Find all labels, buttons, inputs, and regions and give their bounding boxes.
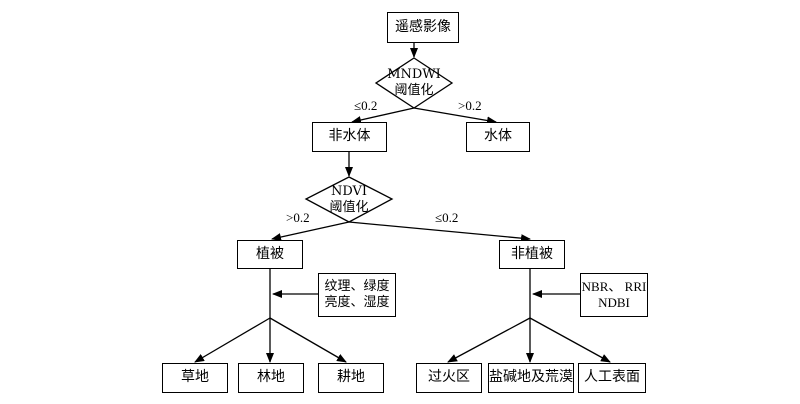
- edge-label-mndwi-gt: >0.2: [458, 98, 482, 113]
- edge-label-ndvi-le: ≤0.2: [435, 210, 459, 225]
- node-farmland: 耕地: [318, 363, 384, 393]
- node-non-vegetation: 非植被: [499, 240, 565, 269]
- node-remote-sensing-image: 遥感影像: [387, 12, 459, 43]
- node-nonvegetation-features: NBR、 RRI NDBI: [580, 273, 648, 317]
- edge-mndwi-nonwater: [351, 107, 415, 124]
- node-water: 水体: [466, 122, 530, 152]
- edge-ndvi-vegetation: [271, 221, 350, 241]
- node-saline-desert: 盐碱地及荒漠: [488, 363, 574, 393]
- node-artificial-surface: 人工表面: [578, 363, 646, 393]
- edge-to-burned: [447, 317, 531, 363]
- node-vegetation: 植被: [237, 240, 303, 269]
- edge-to-artificial: [529, 317, 611, 363]
- node-ndvi-threshold: NDVI 阈值化: [329, 184, 369, 215]
- node-mndwi-threshold: MNDWI 阈值化: [387, 67, 441, 98]
- edge-mndwi-water: [413, 107, 497, 125]
- edge-to-grassland: [194, 317, 271, 363]
- node-vegetation-features: 纹理、绿度 亮度、湿度: [318, 273, 396, 317]
- edge-to-farmland: [269, 317, 347, 363]
- edge-ndvi-nonvegetation: [348, 221, 531, 243]
- edge-label-mndwi-le: ≤0.2: [354, 98, 378, 113]
- edge-label-ndvi-gt: >0.2: [286, 210, 310, 225]
- node-burned-area: 过火区: [416, 363, 482, 393]
- node-grassland: 草地: [162, 363, 228, 393]
- node-non-water: 非水体: [312, 122, 387, 152]
- node-woodland: 林地: [238, 363, 304, 393]
